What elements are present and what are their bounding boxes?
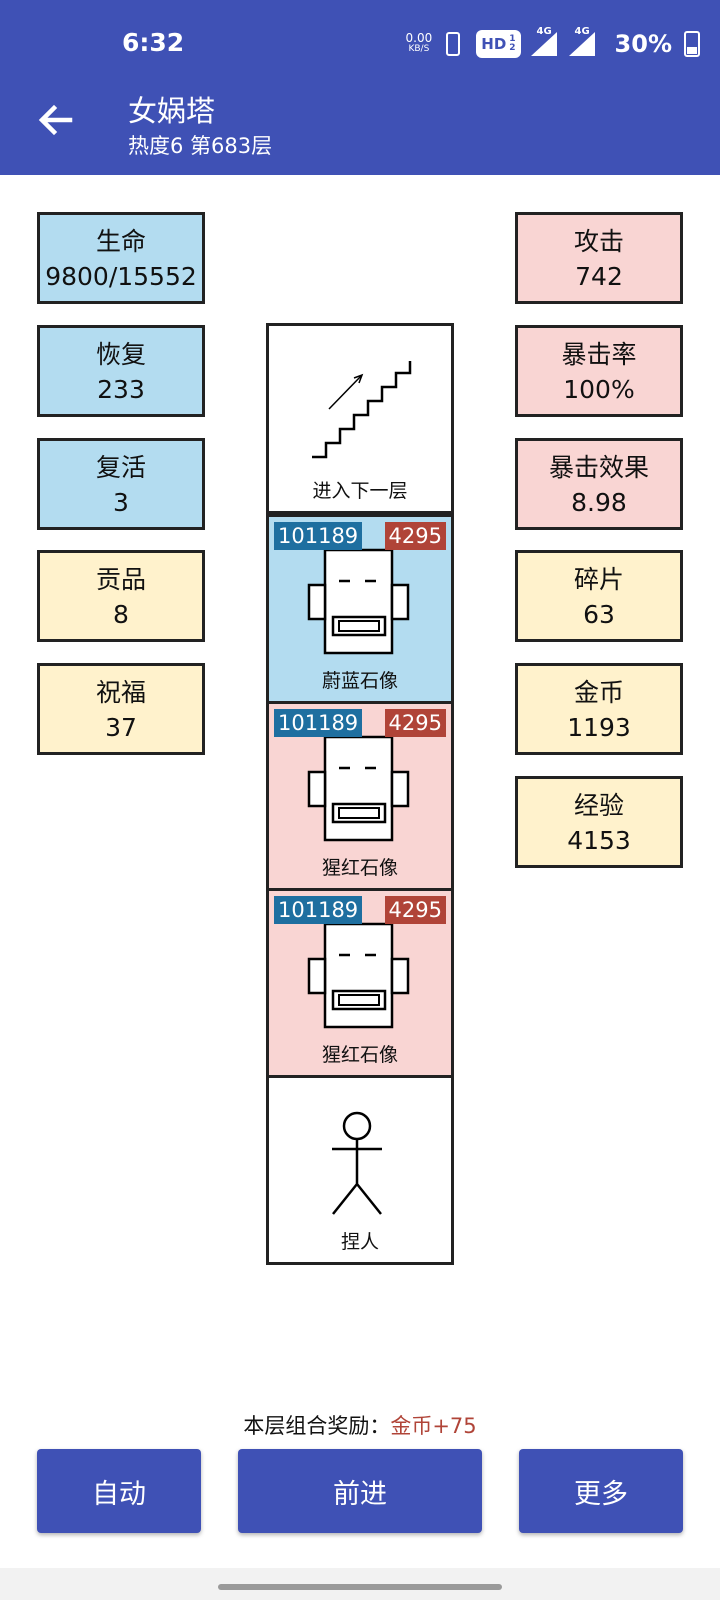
stat-box: 祝福 37	[37, 663, 205, 755]
status-time: 6:32	[122, 28, 185, 57]
stat-label: 恢复	[95, 340, 146, 369]
enemy-cell[interactable]: 101189 4295 蔚蓝石像	[266, 514, 454, 704]
stick-figure-icon	[332, 1111, 382, 1215]
stat-label: 复活	[95, 453, 146, 482]
stone-statue-icon	[307, 922, 410, 1029]
signal-icon: 4G	[529, 26, 559, 58]
stat-box: 暴击率 100%	[515, 325, 683, 417]
stat-value: 8	[113, 600, 129, 629]
player-cell[interactable]: 捏人	[266, 1075, 454, 1265]
stat-value: 1193	[567, 713, 631, 742]
stat-label: 金币	[573, 678, 624, 707]
stat-label: 生命	[95, 227, 146, 256]
sim2-network-type: 4G	[574, 26, 590, 37]
stat-box: 金币 1193	[515, 663, 683, 755]
page-title: 女娲塔	[128, 94, 216, 128]
reward-value: 金币+75	[390, 1414, 477, 1438]
enemy-attack-badge: 4295	[384, 709, 446, 737]
stat-value: 37	[105, 713, 137, 742]
stat-label: 贡品	[95, 565, 146, 594]
enemy-hp-badge: 101189	[274, 709, 363, 737]
enemy-name: 猩红石像	[321, 1044, 398, 1066]
enemy-name: 猩红石像	[321, 857, 398, 879]
stat-box: 攻击 742	[515, 212, 683, 304]
stat-label: 暴击效果	[548, 453, 649, 482]
sim1-network-type: 4G	[536, 26, 552, 37]
stat-value: 63	[583, 600, 615, 629]
stat-value: 742	[575, 262, 623, 291]
network-speed: 0.00 KB/S	[405, 31, 433, 55]
stat-box: 贡品 8	[37, 550, 205, 642]
next-floor-stairs[interactable]: 进入下一层	[266, 323, 454, 514]
battery-icon	[684, 31, 700, 57]
stat-label: 暴击率	[561, 340, 637, 369]
more-button[interactable]: 更多	[519, 1449, 683, 1533]
forward-button[interactable]: 前进	[238, 1449, 482, 1533]
phone-icon	[446, 32, 461, 56]
stat-box: 复活 3	[37, 438, 205, 530]
enemy-hp-badge: 101189	[274, 522, 363, 550]
system-nav-bar	[0, 1568, 720, 1600]
page-subtitle: 热度6 第683层	[128, 134, 273, 158]
stairs-icon	[312, 361, 412, 459]
stat-label: 攻击	[573, 227, 624, 256]
stat-value: 100%	[563, 375, 635, 404]
enemy-cell[interactable]: 101189 4295 猩红石像	[266, 888, 454, 1078]
network-speed-unit: KB/S	[408, 44, 430, 54]
stat-label: 碎片	[573, 565, 624, 594]
stat-box: 碎片 63	[515, 550, 683, 642]
stat-value: 8.98	[571, 488, 627, 517]
stat-value: 233	[97, 375, 145, 404]
back-button[interactable]	[36, 100, 76, 140]
stat-value: 4153	[567, 826, 631, 855]
stat-label: 祝福	[95, 678, 146, 707]
arrow-left-icon	[38, 104, 73, 136]
player-label: 捏人	[340, 1231, 379, 1253]
stat-box: 恢复 233	[37, 325, 205, 417]
stat-box: 经验 4153	[515, 776, 683, 868]
enemy-name: 蔚蓝石像	[321, 670, 398, 692]
network-speed-value: 0.00	[405, 31, 433, 45]
stat-box: 生命 9800/15552	[37, 212, 205, 304]
stat-value: 9800/15552	[45, 262, 197, 291]
stone-statue-icon	[307, 735, 410, 842]
enemy-cell[interactable]: 101189 4295 猩红石像	[266, 701, 454, 891]
floor-reward: 本层组合奖励：金币+75	[0, 1410, 720, 1440]
hd-label: HD	[481, 35, 507, 53]
reward-label: 本层组合奖励：	[243, 1414, 391, 1438]
enemy-attack-badge: 4295	[384, 522, 446, 550]
stairs-label: 进入下一层	[312, 480, 408, 502]
stat-value: 3	[113, 488, 129, 517]
stat-box: 暴击效果 8.98	[515, 438, 683, 530]
signal-icon-2: 4G	[567, 26, 597, 58]
enemy-attack-badge: 4295	[384, 896, 446, 924]
home-gesture-handle[interactable]	[218, 1584, 502, 1590]
auto-button[interactable]: 自动	[37, 1449, 201, 1533]
stone-statue-icon	[307, 548, 410, 655]
battery-percent: 30%	[614, 30, 672, 58]
stat-label: 经验	[573, 791, 624, 820]
enemy-hp-badge: 101189	[274, 896, 363, 924]
